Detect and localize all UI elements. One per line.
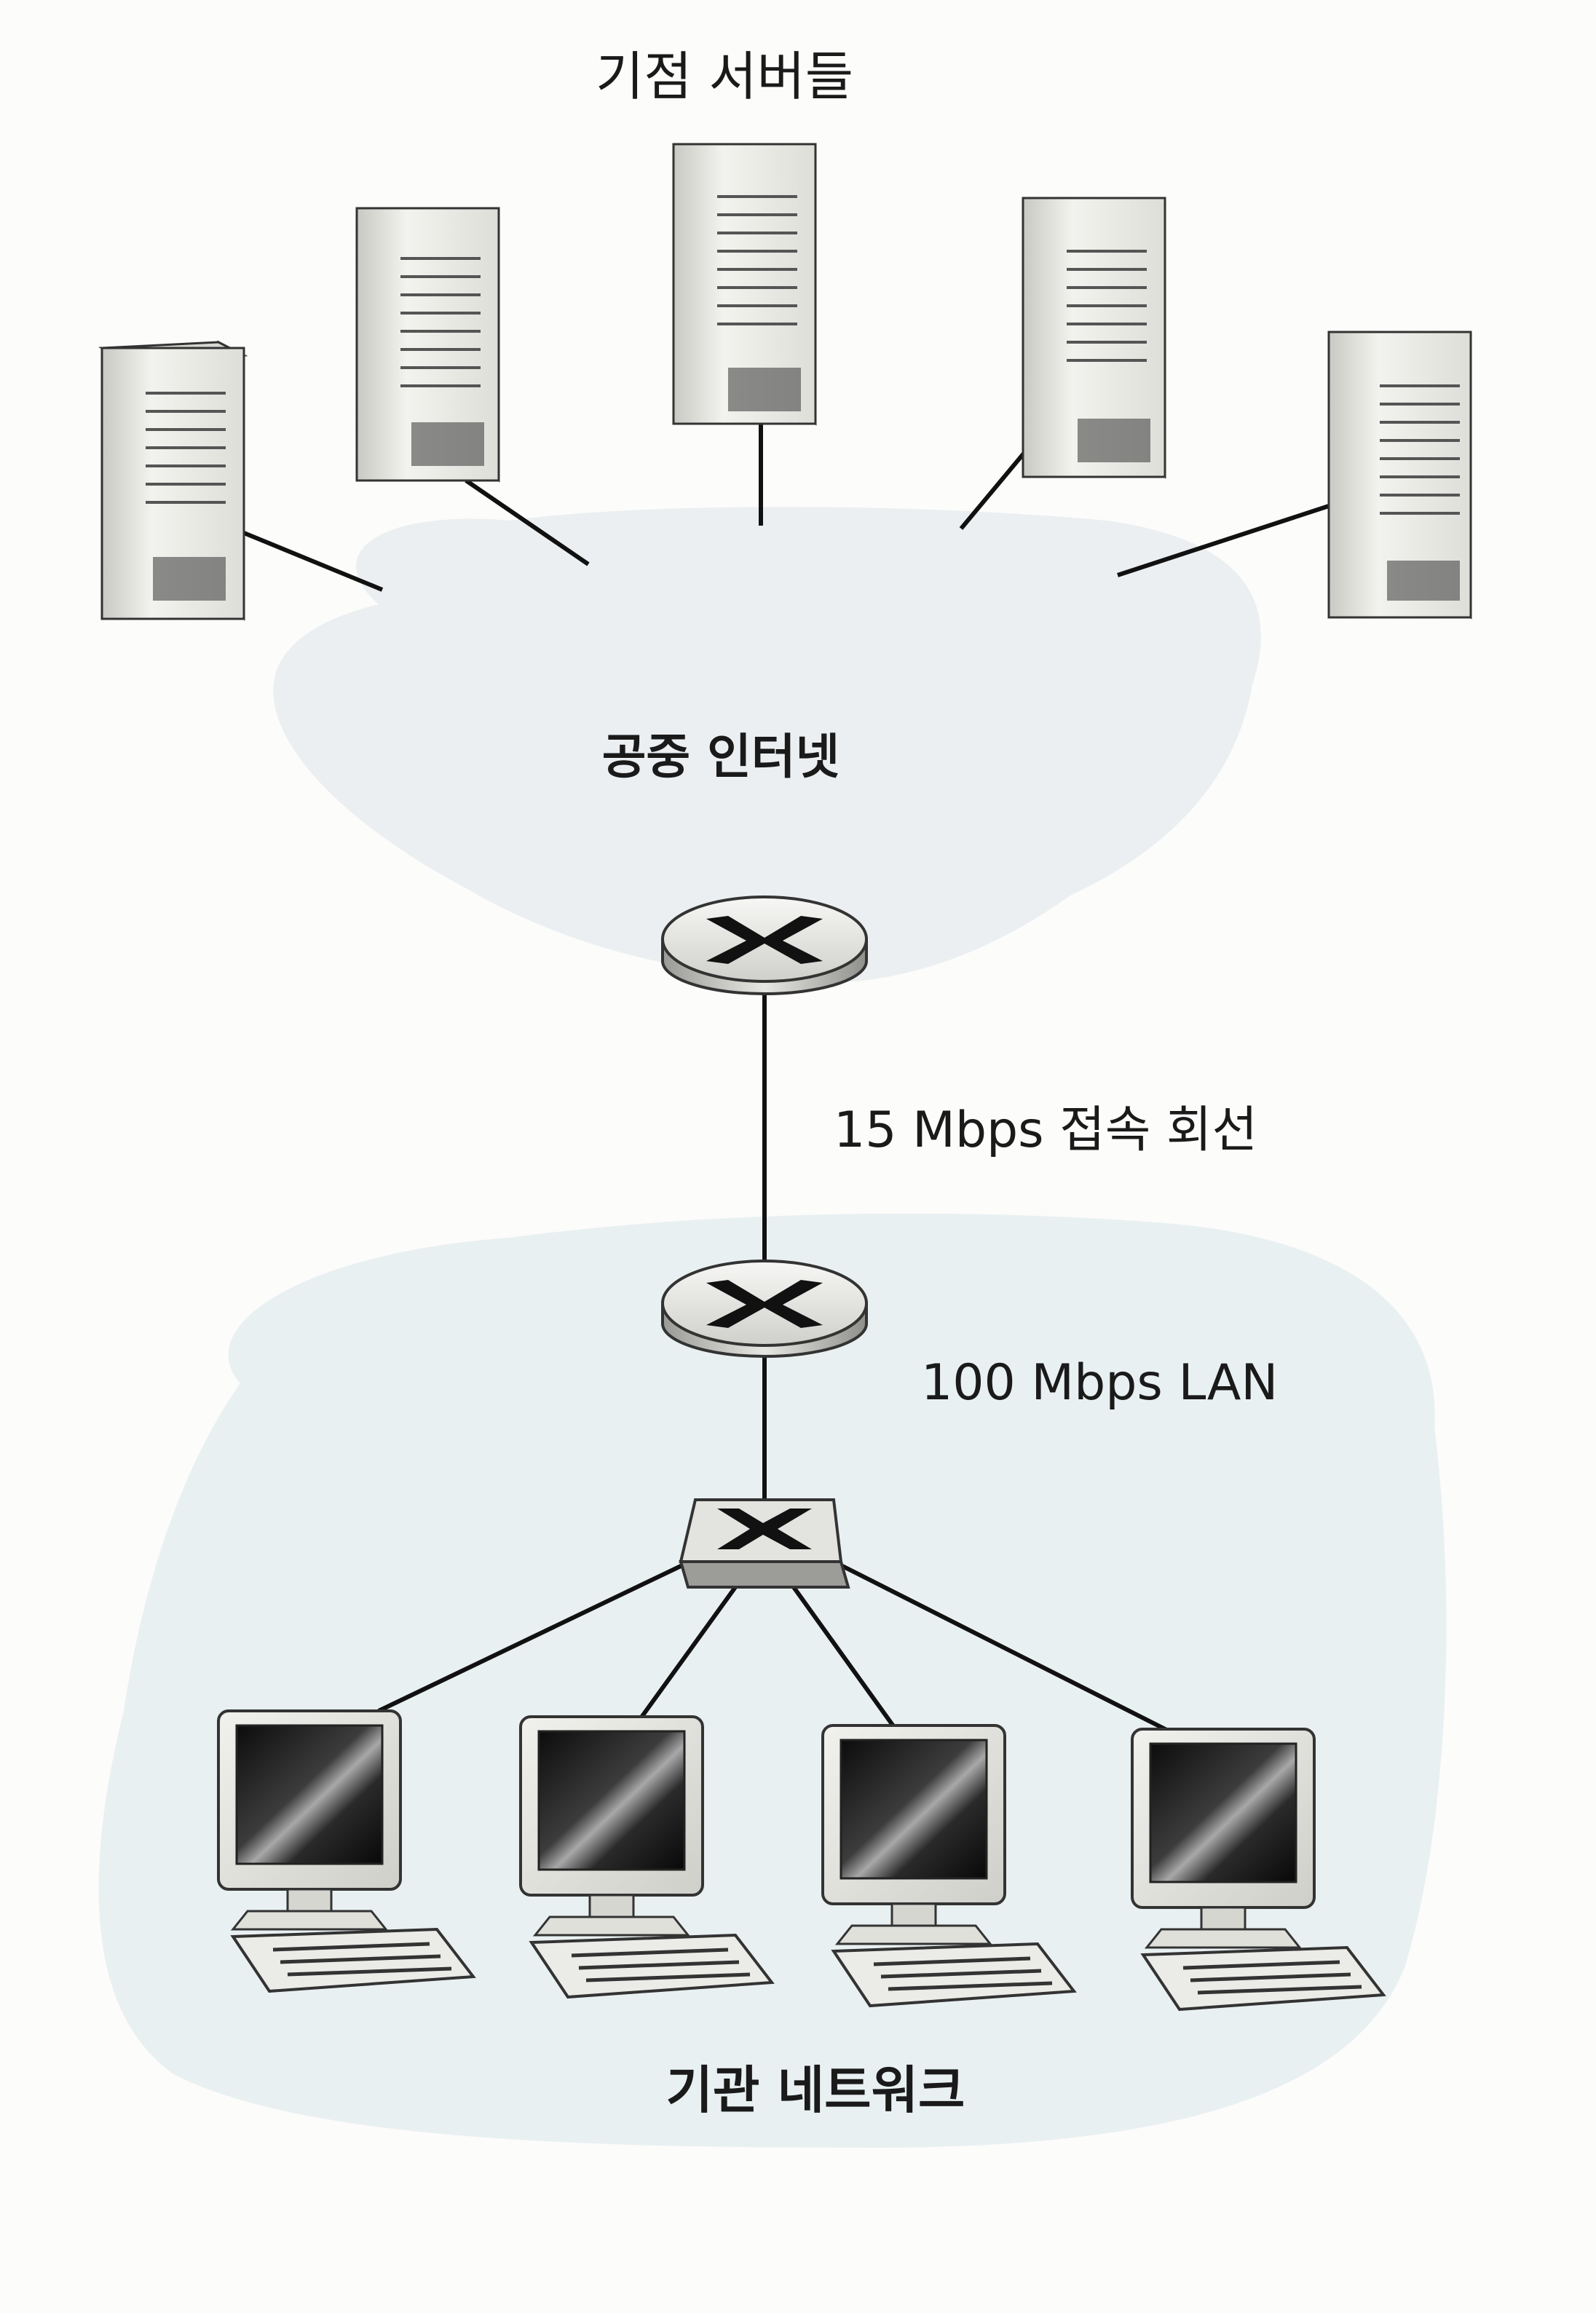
public-internet-label: 공중 인터넷 (602, 729, 840, 785)
lan-label: 100 Mbps LAN (921, 1354, 1278, 1412)
internet-router (663, 897, 866, 994)
access-link-label: 15 Mbps 접속 회선 (834, 1102, 1257, 1159)
origin-servers-label: 기점 서버들 (596, 46, 853, 107)
institution-router (663, 1261, 866, 1356)
server-2 (357, 208, 499, 481)
server-4 (1023, 198, 1165, 477)
server-1 (102, 342, 244, 619)
lan-switch (681, 1500, 848, 1587)
server-3 (673, 144, 815, 424)
server-5 (1329, 332, 1471, 617)
institutional-network-label: 기관 네트워크 (666, 2060, 965, 2120)
